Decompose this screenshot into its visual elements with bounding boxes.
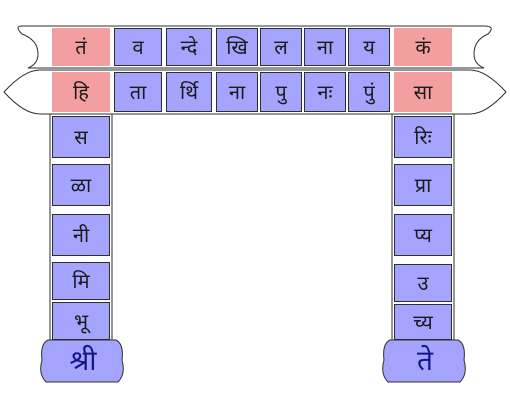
top-row-cell-2: व [114, 28, 162, 66]
second-row-cell-2: ता [114, 72, 162, 112]
right-pillar-cell-1: रिः [394, 116, 452, 158]
top-row-cell-6: ना [304, 28, 346, 66]
second-row-cell-1: हि [52, 72, 110, 112]
right-pillar-cell-5: च्य [394, 304, 452, 340]
right-pillar-cell-2: प्रा [394, 164, 452, 206]
second-row-cell-3: र्थि [166, 72, 212, 112]
left-pillar-cell-3: नी [52, 214, 110, 256]
top-row-cell-5: ल [260, 28, 302, 66]
left-pillar-base: श्री [69, 344, 97, 377]
second-row-cell-4: ना [216, 72, 258, 112]
left-pillar-cell-4: मि [52, 262, 110, 300]
second-row-cell-8: सा [394, 72, 452, 112]
second-row-cell-5: पु [260, 72, 302, 112]
left-pillar-cell-1: स [52, 116, 110, 158]
right-pillar-cell-3: प्य [394, 214, 452, 256]
top-row-cell-1: तं [52, 28, 110, 66]
left-pillar-cell-5: भू [52, 302, 110, 340]
top-row-cell-3: न्दे [166, 28, 212, 66]
top-row-cell-7: य [348, 28, 390, 66]
second-row-cell-6: नः [304, 72, 346, 112]
top-row-cell-8: कं [394, 28, 452, 66]
top-row-cell-4: खि [216, 28, 258, 66]
second-row-cell-7: पुं [348, 72, 390, 112]
right-pillar-base: ते [417, 344, 433, 377]
left-pillar-cell-2: ळा [52, 164, 110, 206]
right-pillar-cell-4: उ [394, 264, 452, 302]
